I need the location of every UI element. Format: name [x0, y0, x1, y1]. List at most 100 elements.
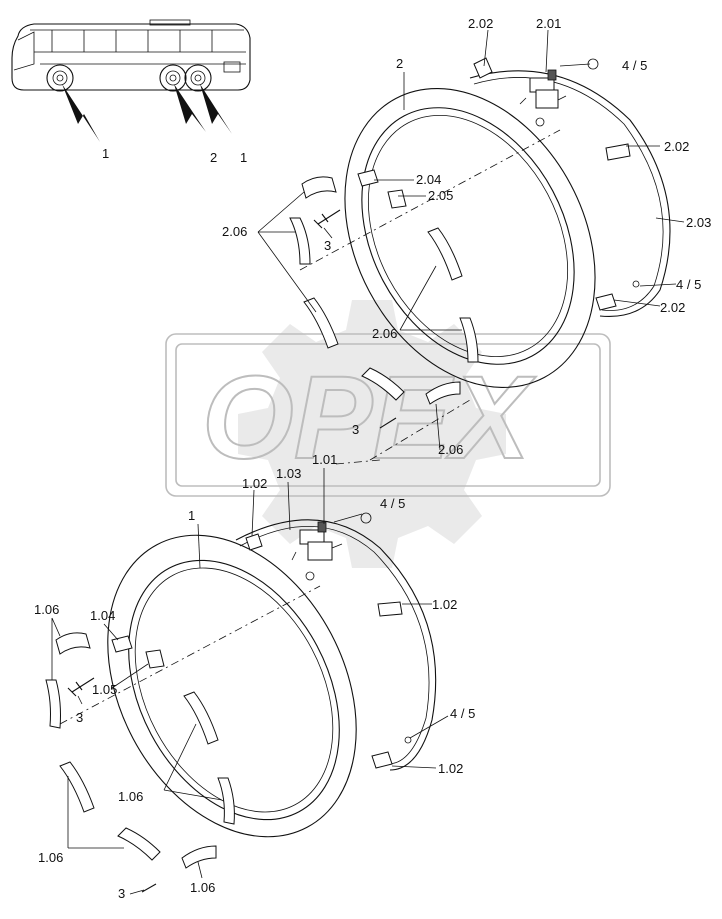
bus-wheel-rear-a — [159, 64, 187, 92]
clip-1-06-f — [117, 827, 161, 861]
bus-roof-unit — [149, 19, 191, 26]
bracket-1-04 — [111, 635, 133, 653]
leader-1 — [197, 523, 201, 569]
leaders-upper-mid — [374, 179, 426, 197]
bolt-3-lower — [67, 677, 95, 697]
lower-assembly: 1 1.02 1.03 1.01 4 / 5 1.02 1.06 1.04 1.… — [34, 452, 475, 901]
bolt-3-upper-b — [379, 417, 397, 429]
clip-1-06-a — [55, 632, 91, 655]
watermark-frame-outer — [165, 333, 611, 497]
label-4-5-lower-right: 4 / 5 — [450, 706, 475, 721]
nut-4-5-lower — [360, 512, 372, 524]
clip-1-06-b — [45, 679, 61, 729]
leader-3-lower — [77, 695, 83, 705]
label-3-bottom: 3 — [118, 886, 125, 901]
label-2-02-top: 2.02 — [468, 16, 493, 31]
ring-1-03-inner — [239, 526, 430, 765]
bus-label-1-front: 1 — [102, 146, 109, 161]
clip-2-02-bottom — [595, 293, 617, 311]
ring-2-03-inner — [473, 77, 664, 311]
clip-1-02-top — [245, 533, 263, 551]
label-2-02-right: 2.02 — [664, 139, 689, 154]
cover-1-outer — [107, 534, 357, 838]
label-1-05: 1.05 — [92, 682, 117, 697]
clip-1-02-bottom — [371, 751, 393, 769]
leaders-1-06-low — [67, 776, 124, 849]
clip-2-06-b — [289, 217, 311, 265]
cover-2-outer — [344, 88, 596, 388]
nut-4-5-lower-right — [404, 736, 412, 744]
label-2-05: 2.05 — [428, 188, 453, 203]
bracket-2-04 — [357, 169, 379, 187]
leaders-1-04-1-05 — [103, 623, 149, 689]
label-1-06-bottom: 1.06 — [190, 880, 215, 895]
clip-2-06-d — [427, 227, 463, 281]
ring-2-03 — [469, 70, 671, 318]
label-4-5-upper: 4 / 5 — [622, 58, 647, 73]
clip-2-06-a — [301, 176, 337, 199]
bus-windshield — [13, 31, 35, 71]
lower-axis — [59, 585, 321, 725]
bus-arrow-1-rear — [200, 84, 232, 134]
bus-body-lines — [30, 29, 246, 65]
clip-1-02-right — [377, 601, 403, 617]
clip-2-06-e — [459, 317, 479, 363]
leaders-2-06-left — [257, 191, 317, 313]
label-1-02-top: 1.02 — [242, 476, 267, 491]
bus-windows — [51, 30, 213, 52]
label-1-06-low: 1.06 — [38, 850, 63, 865]
leaders-lower-right — [251, 468, 449, 769]
label-4-5-lower: 4 / 5 — [380, 496, 405, 511]
leader-2-06-low — [435, 403, 441, 451]
bus-arrow-1-front — [62, 84, 100, 142]
label-4-5-right: 4 / 5 — [676, 277, 701, 292]
cover-1-inner — [128, 559, 340, 821]
label-2-06-low: 2.06 — [438, 442, 463, 457]
clamp-2-01 — [519, 69, 567, 127]
leaders-bottom — [129, 861, 203, 895]
clamp-1-01 — [291, 521, 343, 581]
bolt-3-bottom — [141, 883, 157, 893]
label-2-01: 2.01 — [536, 16, 561, 31]
label-3-upper: 3 — [324, 238, 331, 253]
bus-wheel-rear-b — [184, 64, 212, 92]
label-2-03: 2.03 — [686, 215, 711, 230]
clip-2-06-g — [425, 381, 461, 405]
label-3-lower: 3 — [76, 710, 83, 725]
upper-assembly: 2 2.02 2.01 4 / 5 2.02 2.04 2.05 2.06 3 … — [222, 16, 711, 461]
label-3-upper-b: 3 — [352, 422, 359, 437]
leader-3-upper — [323, 227, 333, 239]
label-1: 1 — [188, 508, 195, 523]
label-1-03: 1.03 — [276, 466, 301, 481]
bus-grille — [223, 61, 241, 73]
cover-1-inner-edge — [134, 567, 334, 813]
clip-2-06-f — [361, 367, 405, 401]
cover-2-inner-edge — [367, 114, 569, 358]
label-2: 2 — [396, 56, 403, 71]
bus-illustration: 1 2 1 — [11, 19, 251, 165]
clip-2-06-c — [303, 297, 339, 349]
upper-axis-b — [369, 399, 471, 461]
axis-connector — [335, 459, 381, 465]
label-1-04: 1.04 — [90, 608, 115, 623]
clip-2-02-right — [605, 143, 631, 161]
watermark-frame-inner — [175, 343, 601, 487]
label-2-06-center: 2.06 — [372, 326, 397, 341]
bus-body — [11, 23, 251, 91]
bolt-3-upper — [313, 209, 341, 229]
clip-1-06-e — [217, 777, 235, 825]
label-2-04: 2.04 — [416, 172, 441, 187]
label-2-06-left: 2.06 — [222, 224, 247, 239]
cover-2-inner — [361, 107, 575, 365]
label-1-06-center: 1.06 — [118, 789, 143, 804]
watermark-gear — [238, 300, 506, 568]
leaders-1-06-a — [51, 617, 61, 680]
leaders-2-06-center — [399, 265, 462, 331]
bracket-1-05 — [145, 649, 165, 669]
label-2-02-bottom: 2.02 — [660, 300, 685, 315]
leaders-1-06-center — [163, 723, 223, 801]
label-1-02-bottom: 1.02 — [438, 761, 463, 776]
clip-1-06-d — [183, 691, 219, 745]
